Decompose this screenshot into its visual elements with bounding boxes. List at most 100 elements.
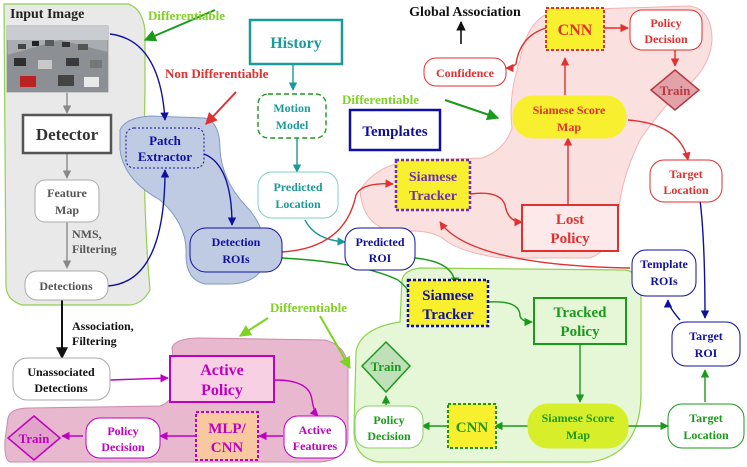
active-features-label-2: Features: [293, 439, 338, 453]
lost-policy-box: [521, 204, 619, 252]
target-location-bottom-box: [667, 403, 745, 449]
active-policy-label-1: Active: [200, 362, 244, 379]
association-label-1: Association,: [72, 319, 134, 333]
motion-model-box: [257, 93, 327, 139]
siamese-score-map-mid-label-1: Siamese Score: [542, 411, 615, 425]
policy-decision-top-label-1: Policy: [650, 16, 681, 30]
templates-box: [348, 108, 442, 152]
detection-rois-label-2: ROIs: [222, 252, 250, 266]
mlp-cnn-label-2: CNN: [211, 440, 244, 456]
patch-extractor-label-2: Extractor: [138, 149, 192, 164]
active-policy-label-2: Policy: [201, 382, 243, 399]
confidence-box: [423, 57, 507, 87]
detector-box: [21, 113, 113, 155]
templates-label: Templates: [362, 124, 427, 140]
cnn-top-box: [545, 7, 605, 51]
patch-extractor-label-1: Patch: [149, 133, 182, 148]
global-association-label: Global Association: [409, 5, 521, 20]
policy-decision-bottom-label-2: Decision: [101, 440, 145, 454]
target-location-bottom-label-1: Target: [689, 411, 723, 425]
train-bottom-label: Train: [19, 431, 51, 446]
siamese-score-map-top-label-2: Map: [557, 120, 581, 134]
feature-map-label-1: Feature: [47, 186, 87, 200]
cnn-mid-label: CNN: [456, 420, 489, 436]
detections-label: Detections: [39, 279, 93, 293]
association-label-2: Filtering: [72, 334, 117, 348]
target-roi-box: [671, 321, 741, 367]
train-bottom-diamond: [6, 415, 62, 461]
motion-model-label-2: Model: [276, 118, 309, 132]
policy-decision-mid-label-1: Policy: [373, 413, 404, 427]
target-location-top-label-2: Location: [663, 183, 709, 197]
cnn-mid-box: [447, 403, 497, 449]
mlp-cnn-label-1: MLP/: [208, 421, 246, 437]
siamese-tracker-top-label-2: Tracker: [409, 189, 457, 204]
target-roi-label-1: Target: [689, 329, 723, 343]
target-roi-label-2: ROI: [695, 346, 718, 360]
mlp-cnn-box: [195, 411, 259, 461]
template-rois-box: [631, 249, 697, 297]
unassociated-label-1: Unassociated: [27, 365, 95, 379]
policy-decision-mid-label-2: Decision: [367, 429, 411, 443]
template-rois-label-1: Template: [640, 257, 688, 271]
detection-rois-label-1: Detection: [212, 235, 261, 249]
lost-policy-label-2: Policy: [550, 231, 590, 247]
tracked-policy-label-2: Policy: [560, 324, 600, 340]
arrows: [56, 9, 710, 441]
siamese-tracker-top-label-1: Siamese: [409, 170, 457, 185]
siamese-tracker-top-box: [394, 158, 472, 212]
history-label: History: [270, 35, 322, 52]
policy-decision-mid-box: [354, 405, 424, 449]
policy-decision-top-label-2: Decision: [644, 32, 688, 46]
input-image-label: Input Image: [10, 7, 84, 22]
active-features-label-1: Active: [299, 423, 332, 437]
nms-label-1: NMS,: [72, 227, 102, 241]
active-policy-box: [169, 355, 275, 403]
nms-label-2: Filtering: [72, 242, 117, 256]
feature-map-box: [34, 179, 100, 223]
cnn-top-label: CNN: [558, 22, 593, 39]
history-box: [248, 18, 344, 66]
siamese-tracker-mid-box: [406, 278, 490, 328]
motion-model-label-1: Motion: [273, 101, 311, 115]
siamese-score-map-top-box: [512, 95, 627, 139]
train-mid-label: Train: [371, 359, 403, 374]
unassociated-label-2: Detections: [34, 381, 88, 395]
detector-label: Detector: [36, 125, 99, 144]
siamese-score-map-top-label-1: Siamese Score: [533, 103, 606, 117]
siamese-score-map-mid-label-2: Map: [566, 428, 590, 442]
input-image-thumbnail: [6, 25, 109, 93]
unassociated-box: [12, 357, 111, 401]
differentiable-label-1: Differentiable: [148, 8, 225, 23]
policy-decision-bottom-label-1: Policy: [107, 424, 138, 438]
patch-extractor-box: [125, 127, 205, 169]
siamese-score-map-mid-box: [527, 403, 629, 449]
train-top-label: Train: [660, 83, 692, 98]
target-location-top-box: [649, 159, 723, 203]
predicted-location-label-1: Predicted: [273, 180, 322, 194]
siamese-tracker-mid-label-1: Siamese: [422, 288, 474, 304]
policy-decision-bottom-box: [85, 417, 161, 459]
policy-decision-top-box: [629, 9, 703, 51]
template-rois-label-2: ROIs: [650, 274, 678, 288]
detections-box: [24, 270, 109, 301]
train-top-diamond: [649, 69, 701, 111]
target-location-top-label-1: Target: [669, 167, 703, 181]
differentiable-label-3: Differentiable: [270, 300, 347, 315]
target-location-bottom-label-2: Location: [683, 428, 729, 442]
tracked-policy-label-1: Tracked: [553, 305, 607, 321]
feature-map-label-2: Map: [55, 203, 79, 217]
predicted-location-box: [257, 171, 339, 219]
non-differentiable-label: Non Differentiable: [165, 66, 269, 81]
node-shapes: [6, 7, 745, 461]
detection-rois-box: [189, 227, 283, 273]
predicted-roi-label-2: ROI: [369, 251, 392, 265]
tracked-policy-box: [533, 297, 627, 345]
labels: Input Image Detector Feature Map NMS, Fi…: [10, 5, 729, 456]
differentiable-label-2: Differentiable: [342, 92, 419, 107]
lost-policy-label-1: Lost: [556, 212, 584, 228]
predicted-location-label-2: Location: [275, 197, 321, 211]
siamese-tracker-mid-label-2: Tracker: [422, 307, 474, 323]
active-features-box: [283, 415, 347, 459]
